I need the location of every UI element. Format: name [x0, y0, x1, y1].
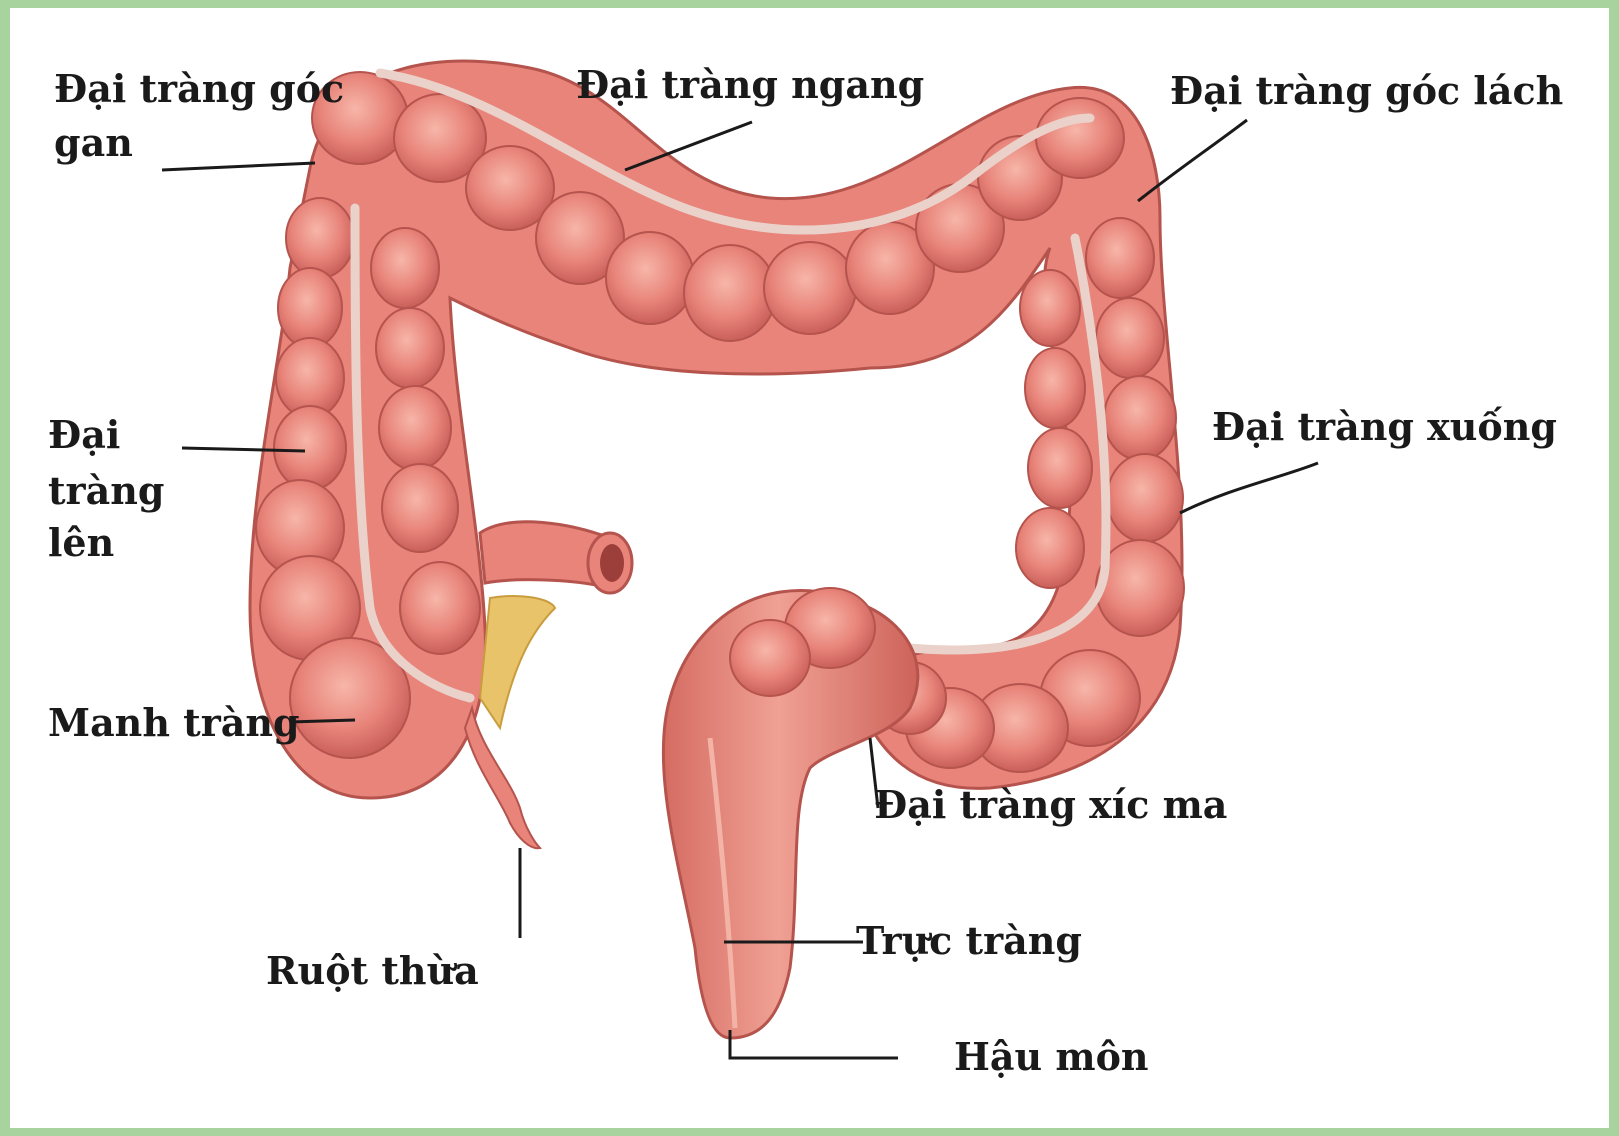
leader-descending: [1180, 463, 1318, 513]
haustrum-23: [1086, 218, 1154, 298]
haustrum-14: [274, 406, 346, 490]
label-ascending-2: tràng: [48, 466, 164, 516]
haustrum-5: [684, 245, 776, 341]
label-sigmoid-colon: Đại tràng xíc ma: [874, 780, 1227, 830]
label-cecum: Manh tràng: [48, 698, 300, 748]
appendix-shape: [465, 708, 540, 848]
haustrum-11: [286, 198, 354, 278]
haustrum-10: [1036, 98, 1124, 178]
ileum: [480, 522, 632, 593]
haustrum-29: [1025, 348, 1085, 428]
label-descending-colon: Đại tràng xuống: [1212, 402, 1557, 452]
diagram-frame: Đại tràng góc gan Đại tràng ngang Đại tr…: [10, 8, 1609, 1128]
label-anus: Hậu môn: [954, 1032, 1149, 1082]
label-appendix: Ruột thừa: [266, 946, 479, 996]
haustrum-6: [764, 242, 856, 334]
label-transverse-colon: Đại tràng ngang: [576, 60, 924, 110]
haustrum-30: [1028, 428, 1092, 508]
leader-cecum: [290, 720, 355, 722]
haustrum-25: [1104, 376, 1176, 460]
leader-anus: [730, 1030, 898, 1058]
haustrum-4: [606, 232, 694, 324]
haustrum-22: [400, 562, 480, 654]
haustrum-24: [1096, 298, 1164, 378]
leader-hepatic: [162, 163, 315, 170]
label-ascending-3: lên: [48, 518, 114, 568]
label-splenic-flexure: Đại tràng góc lách: [1170, 66, 1563, 116]
haustrum-31: [1016, 508, 1084, 588]
label-rectum: Trực tràng: [856, 916, 1082, 966]
haustrum-26: [1107, 454, 1183, 542]
haustrum-21: [382, 464, 458, 552]
mesoappendix: [480, 596, 555, 728]
haustrum-28: [1020, 270, 1080, 346]
label-ascending-1: Đại: [48, 410, 120, 460]
label-hepatic-flexure-1: Đại tràng góc: [54, 64, 344, 114]
colon-anatomy-illustration: [10, 8, 1609, 1128]
label-hepatic-flexure-2: gan: [54, 118, 133, 168]
haustrum-12: [278, 268, 342, 348]
haustrum-19: [376, 308, 444, 388]
haustrum-20: [379, 386, 451, 470]
haustrum-18: [371, 228, 439, 308]
